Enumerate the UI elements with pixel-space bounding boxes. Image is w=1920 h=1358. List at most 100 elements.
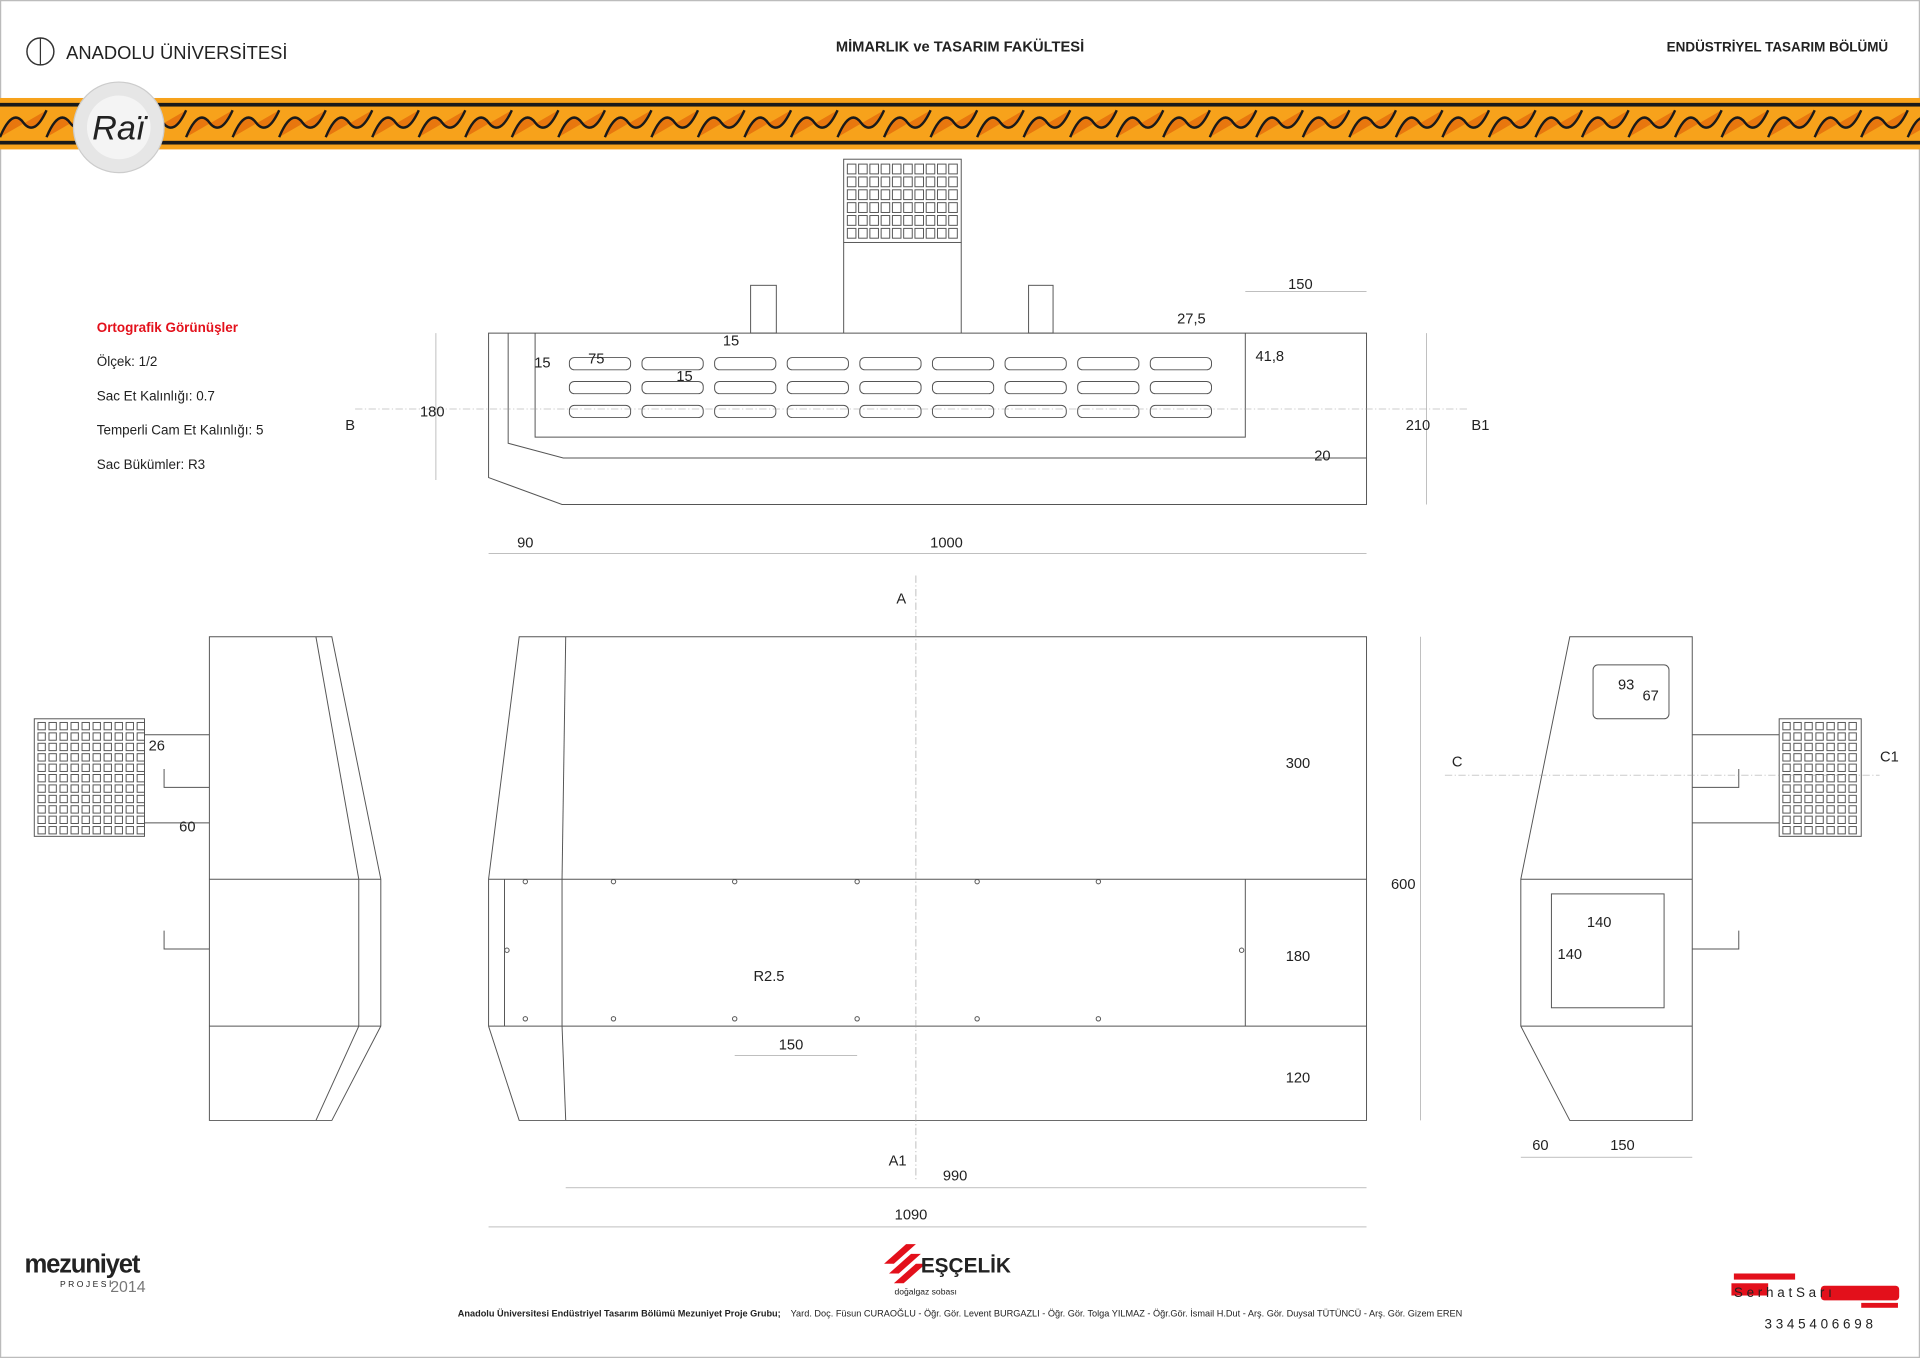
vent-cell	[903, 227, 913, 239]
burner-cell	[48, 732, 57, 741]
burner-cell	[48, 742, 57, 752]
burner-cell	[70, 805, 79, 814]
dim-label: R2.5	[753, 969, 784, 985]
ornament-motif	[1348, 109, 1398, 138]
burner-cell	[103, 753, 112, 762]
ornament-motif	[1301, 109, 1351, 138]
burner-cell	[125, 784, 134, 793]
dim-label: 15	[723, 333, 739, 349]
burner-cell	[136, 826, 145, 835]
vent-cell	[869, 227, 879, 239]
burner-cell	[103, 794, 112, 804]
burner-cell	[48, 753, 57, 762]
ornament-motif	[789, 109, 839, 138]
burner-cell	[1804, 721, 1813, 731]
burner-cell	[37, 774, 46, 783]
burner-cell	[1848, 742, 1857, 752]
burner-cell	[1848, 826, 1857, 835]
screw-hole	[1095, 878, 1102, 885]
burner-cell	[1782, 732, 1791, 741]
dim-label: 60	[1532, 1138, 1548, 1154]
ornament-motif	[1022, 109, 1072, 138]
burner-cell	[1837, 721, 1846, 731]
burner-cell	[125, 753, 134, 762]
burner-cell	[70, 826, 79, 835]
vent-cell	[846, 227, 857, 239]
vent-cell	[948, 227, 958, 239]
burner-cell	[1815, 732, 1824, 741]
dim-label: 120	[1286, 1070, 1311, 1086]
burner-cell	[1793, 742, 1802, 752]
info-title: Ortografik Görünüşler	[97, 320, 239, 335]
burner-cell	[1826, 784, 1835, 793]
ornament-motif	[324, 109, 374, 138]
vent-cell	[925, 202, 936, 213]
burner-cell	[114, 774, 123, 783]
burner-cell	[1815, 794, 1824, 804]
screw-hole	[974, 1016, 980, 1022]
dim-label: 20	[1314, 448, 1330, 464]
vent-slot	[714, 380, 777, 395]
screw-hole	[974, 878, 980, 885]
vent-cell	[891, 215, 902, 226]
burner-cell	[1793, 794, 1802, 804]
vent-cell	[903, 215, 913, 226]
burner-cell	[48, 794, 57, 804]
burner-cell	[136, 763, 145, 772]
burner-cell	[1815, 742, 1824, 752]
screw-hole	[610, 878, 617, 885]
burner-cell	[92, 794, 101, 804]
burner-cell	[136, 732, 145, 741]
burner-cell	[125, 774, 134, 783]
ornament-motif	[1534, 109, 1584, 138]
burner-cell	[48, 763, 57, 772]
vent-slot	[568, 357, 632, 371]
burner-cell	[1837, 753, 1846, 762]
screw-hole	[732, 878, 738, 885]
burner-cell	[70, 815, 79, 824]
burner-cell	[114, 794, 123, 804]
burner-cell	[37, 805, 46, 814]
burner-cell	[1837, 742, 1846, 752]
university-logo: ANADOLU ÜNİVERSİTESİ	[26, 37, 288, 66]
vent-cell	[869, 202, 879, 213]
dim-label: 41,8	[1255, 349, 1284, 365]
vent-cell	[858, 163, 868, 175]
vent-cell	[914, 227, 925, 239]
burner-cell	[59, 805, 68, 814]
burner-cell	[136, 794, 145, 804]
burner-cell	[37, 753, 46, 762]
burner-cell	[1782, 815, 1791, 824]
burner-cell	[70, 742, 79, 752]
burner-cell	[1815, 763, 1824, 772]
burner-cell	[37, 732, 46, 741]
burner-cell	[1793, 826, 1802, 835]
burner-cell	[1826, 815, 1835, 824]
burner-cell	[92, 732, 101, 741]
vent-cell	[880, 189, 891, 201]
burner-cell	[1848, 732, 1857, 741]
vent-cell	[925, 189, 936, 201]
ornament-motif	[1255, 109, 1304, 138]
burner-cell	[81, 784, 90, 793]
burner-cell	[37, 794, 46, 804]
ornament-motif	[1627, 109, 1677, 138]
vent-cell	[858, 189, 868, 201]
burner-cell	[1804, 732, 1813, 741]
burner-cell	[37, 721, 46, 731]
burner-cell	[136, 753, 145, 762]
burner-cell	[1837, 805, 1846, 814]
dim-label: 180	[1286, 949, 1311, 965]
burner-cell	[125, 826, 134, 835]
vent-cell	[936, 176, 947, 188]
burner-cell	[1826, 794, 1835, 804]
burner-cell	[1826, 721, 1835, 731]
ornament-motif	[1906, 117, 1920, 138]
sponsor-logo: EŞÇELİK doğalgaz sobası	[884, 1244, 1011, 1296]
ornament-motif	[1860, 109, 1909, 138]
ornament-motif	[743, 109, 793, 138]
ornament-motif	[1487, 109, 1537, 138]
vent-cell	[891, 227, 902, 239]
screw-hole	[732, 1016, 738, 1022]
